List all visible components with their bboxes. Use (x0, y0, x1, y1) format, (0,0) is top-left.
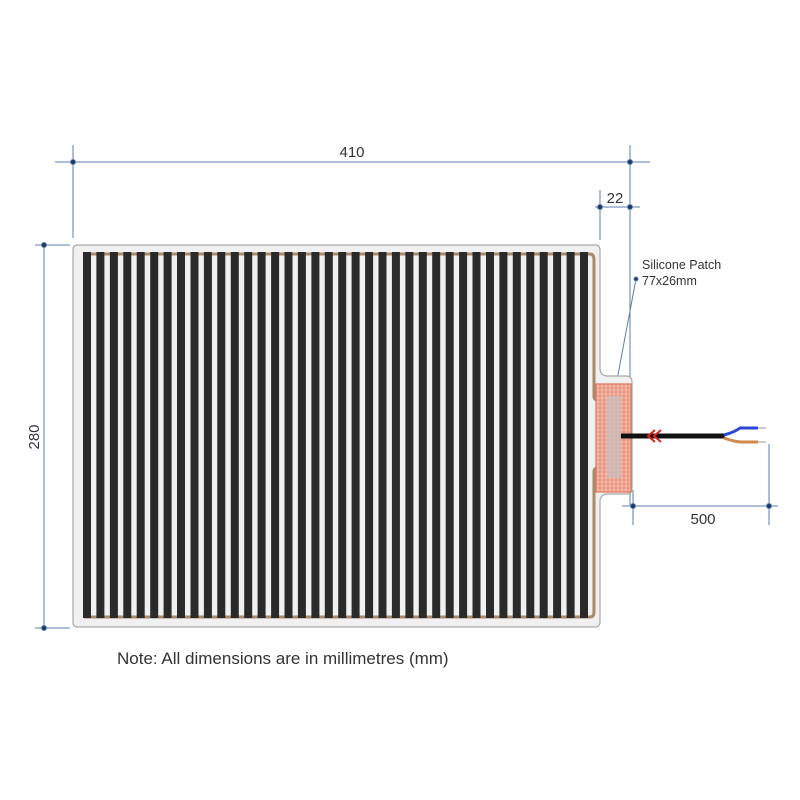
heating-strip (445, 252, 454, 618)
heating-strip (432, 252, 441, 618)
heating-strip (96, 252, 105, 618)
heating-strip (351, 252, 360, 618)
heating-strip (271, 252, 280, 618)
heating-strip (177, 252, 185, 618)
heating-strip (512, 252, 521, 618)
heating-strip (459, 252, 468, 618)
heating-strip (109, 252, 118, 618)
silicone-patch-label: Silicone Patch (642, 258, 721, 272)
heating-strip (297, 252, 306, 618)
heating-strip (418, 252, 427, 618)
tab-offset-dimension-label: 22 (607, 190, 624, 207)
heating-strip (566, 252, 575, 618)
silicone-patch (595, 383, 632, 493)
heating-strip (391, 252, 400, 618)
heating-strip (257, 252, 266, 618)
heating-strip (580, 252, 588, 618)
heating-strip (324, 252, 333, 618)
heating-strip (472, 252, 481, 618)
heating-strip (338, 252, 347, 618)
heating-strip (190, 252, 199, 618)
heating-strip (163, 252, 172, 618)
heating-strip (83, 252, 91, 618)
heating-strip (123, 252, 132, 618)
power-cable (621, 426, 766, 444)
dimension-lines (35, 145, 778, 631)
height-dimension-label: 280 (26, 424, 43, 449)
heating-strip (217, 252, 226, 618)
heating-strip (378, 252, 387, 618)
heating-strip (230, 252, 239, 618)
heating-strip (365, 252, 374, 618)
heating-strip (526, 252, 535, 618)
heating-strip (499, 252, 508, 618)
heating-strip (539, 252, 548, 618)
heating-strip (311, 252, 320, 618)
heating-strip (150, 252, 159, 618)
heating-strip (486, 252, 494, 618)
heating-strip (136, 252, 145, 618)
heating-strips (83, 252, 588, 618)
silicone-patch-size-label: 77x26mm (642, 274, 697, 288)
heating-strip (405, 252, 414, 618)
heating-strip (244, 252, 253, 618)
heating-strip (203, 252, 212, 618)
units-note: Note: All dimensions are in millimetres … (117, 649, 449, 668)
heating-strip (284, 252, 293, 618)
width-dimension-label: 410 (339, 144, 364, 161)
cable-length-dimension-label: 500 (690, 511, 715, 528)
heating-strip (553, 252, 562, 618)
